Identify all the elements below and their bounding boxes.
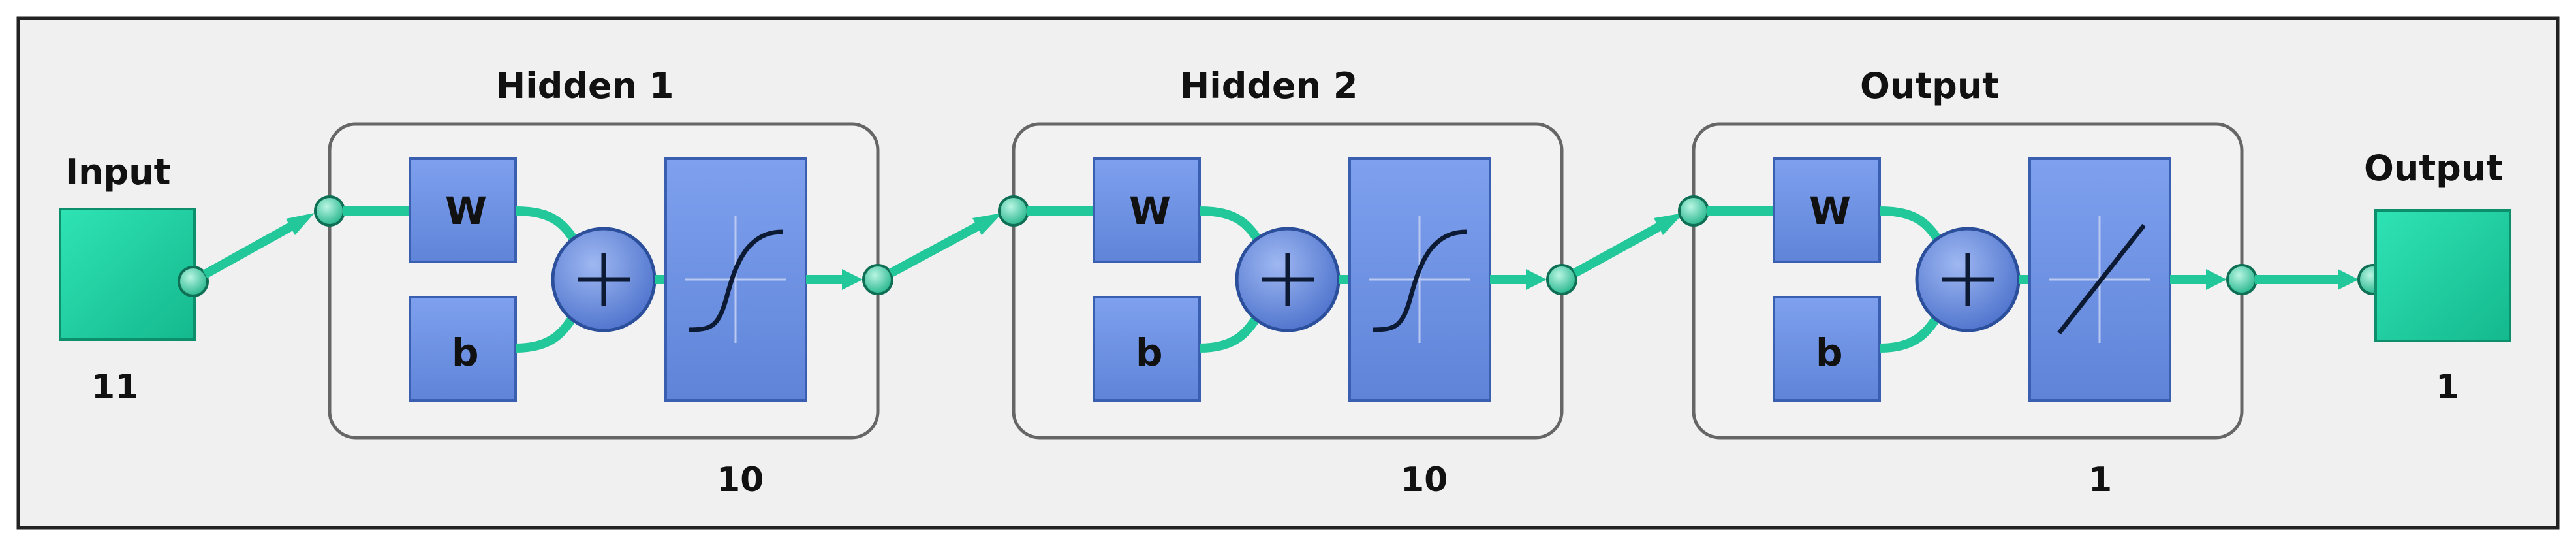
layer-input-node: [1678, 195, 1709, 227]
layer-output: Output W b 1: [1678, 65, 2258, 500]
input-port-node: [178, 266, 209, 297]
layer-title: Hidden 2: [1180, 65, 1358, 106]
arrow-head-input-hidden1: [286, 213, 315, 235]
bias-label: b: [1816, 330, 1843, 375]
connector-hidden1-hidden2: [888, 217, 988, 278]
bias-label: b: [1136, 330, 1163, 375]
layer-size: 10: [717, 460, 764, 500]
bias-label: b: [452, 330, 479, 375]
arrow-head-final-output: [2338, 269, 2359, 290]
layer-hidden-1: Hidden 1 W b 10: [314, 65, 893, 500]
bias-block: [1773, 296, 1881, 402]
input-size: 11: [91, 368, 138, 407]
arrow-head-layer-out: [1526, 269, 1547, 290]
arrow-head-layer-out: [842, 269, 863, 290]
tansig-curve-icon: [688, 229, 784, 332]
weight-block: [409, 157, 517, 263]
bias-block: [409, 296, 517, 402]
layer-size: 1: [2088, 460, 2112, 500]
layer-output-node: [2226, 264, 2258, 295]
input-label: Input: [65, 152, 170, 193]
bias-block: [1093, 296, 1201, 402]
output-size: 1: [2436, 368, 2459, 407]
connector-hidden2-output: [1572, 217, 1670, 278]
layer-title: Hidden 1: [496, 65, 674, 106]
output-label: Output: [2364, 148, 2503, 189]
weight-label: W: [1129, 189, 1171, 233]
tansig-curve-icon: [1372, 229, 1468, 332]
weight-label: W: [1809, 189, 1851, 233]
purelin-line-icon: [2057, 223, 2146, 335]
output-block: [2374, 209, 2511, 342]
weight-block: [1093, 157, 1201, 263]
layer-hidden-2: Hidden 2 W b 10: [998, 65, 1577, 500]
weight-block: [1773, 157, 1881, 263]
arrow-head-layer-out: [2206, 269, 2227, 290]
layer-title: Output: [1860, 65, 1999, 106]
layer-input-node: [998, 195, 1029, 227]
layer-output-node: [1546, 264, 1577, 295]
layer-size: 10: [1401, 460, 1448, 500]
connector-input-hidden1: [202, 217, 302, 279]
arrow-head-hidden1-hidden2: [972, 213, 1002, 235]
weight-label: W: [445, 189, 487, 233]
input-block: [59, 208, 196, 341]
layer-input-node: [314, 195, 345, 227]
layer-output-node: [862, 264, 893, 295]
arrow-head-hidden2-output: [1654, 213, 1684, 235]
